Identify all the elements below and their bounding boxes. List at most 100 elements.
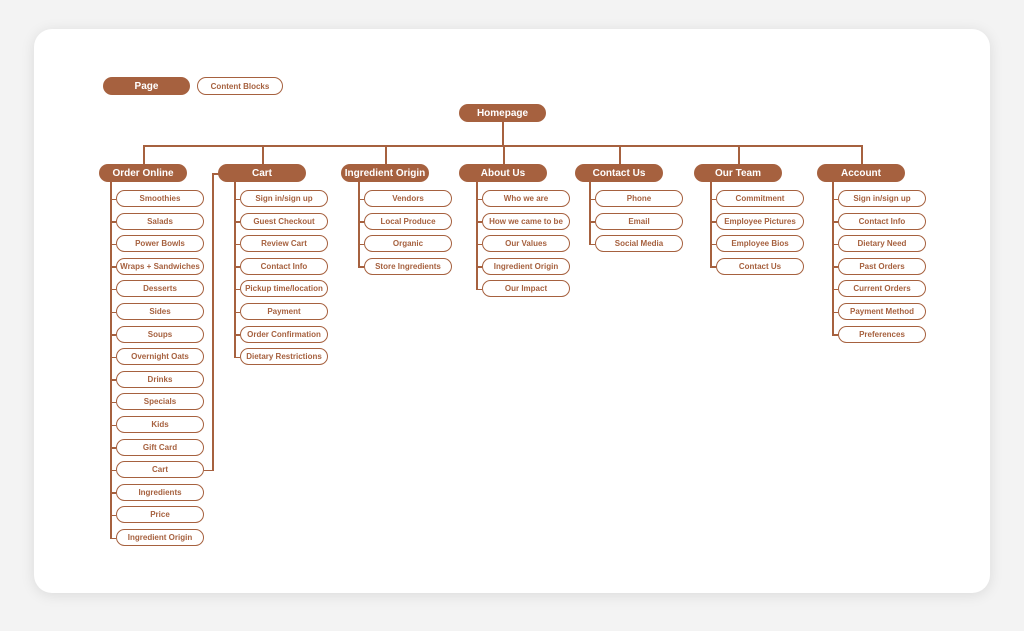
- item-branch: [110, 537, 116, 539]
- category-ingredient-origin[interactable]: Ingredient Origin: [341, 164, 429, 182]
- content-block-who-we-are[interactable]: Who we are: [482, 190, 570, 207]
- item-branch: [234, 266, 240, 268]
- item-branch: [358, 198, 364, 200]
- item-branch: [234, 243, 240, 246]
- content-block-ingredient-origin[interactable]: Ingredient Origin: [482, 257, 570, 275]
- content-block-employee-pictures[interactable]: Employee Pictures: [716, 212, 804, 230]
- item-branch: [110, 243, 116, 246]
- content-block-how-we-came-to-be[interactable]: How we came to be: [482, 212, 570, 230]
- item-branch: [476, 243, 482, 246]
- category-spine: [589, 182, 591, 245]
- content-block-current-orders[interactable]: Current Orders: [838, 280, 926, 298]
- homepage-connector: [501, 122, 504, 146]
- item-branch: [832, 311, 838, 313]
- item-branch: [358, 221, 364, 223]
- content-block-desserts[interactable]: Desserts: [116, 280, 204, 298]
- item-branch: [110, 334, 116, 336]
- content-block-power-bowls[interactable]: Power Bowls: [116, 235, 204, 253]
- content-block-employee-bios[interactable]: Employee Bios: [716, 235, 804, 253]
- category-about-us[interactable]: About Us: [459, 164, 547, 182]
- category-spine: [710, 182, 712, 268]
- content-block-local-produce[interactable]: Local Produce: [364, 212, 452, 230]
- cart-crosslink-horizontal: [204, 469, 214, 472]
- content-block-contact-info[interactable]: Contact Info: [240, 257, 328, 275]
- content-block-drinks[interactable]: Drinks: [116, 370, 204, 388]
- content-block-gift-card[interactable]: Gift Card: [116, 438, 204, 456]
- content-block-vendors[interactable]: Vendors: [364, 190, 452, 207]
- content-block-preferences[interactable]: Preferences: [838, 325, 926, 343]
- category-connector: [619, 145, 621, 164]
- item-branch: [710, 243, 716, 246]
- content-block-commitment[interactable]: Commitment: [716, 190, 804, 207]
- content-block-smoothies[interactable]: Smoothies: [116, 190, 204, 207]
- content-block-social-media[interactable]: Social Media: [595, 235, 683, 253]
- item-branch: [234, 311, 240, 313]
- content-block-sides[interactable]: Sides: [116, 303, 204, 320]
- item-branch: [110, 379, 116, 381]
- content-block-our-impact[interactable]: Our Impact: [482, 280, 570, 298]
- content-block-contact-info[interactable]: Contact Info: [838, 212, 926, 230]
- content-block-phone[interactable]: Phone: [595, 190, 683, 207]
- item-branch: [110, 447, 116, 449]
- content-block-ingredients[interactable]: Ingredients: [116, 483, 204, 501]
- content-block-wraps-sandwiches[interactable]: Wraps + Sandwiches: [116, 257, 204, 275]
- item-branch: [234, 198, 240, 200]
- item-branch: [110, 221, 116, 223]
- content-block-soups[interactable]: Soups: [116, 325, 204, 343]
- content-block-dietary-need[interactable]: Dietary Need: [838, 235, 926, 253]
- item-branch: [110, 266, 116, 268]
- item-branch: [832, 243, 838, 246]
- item-branch: [710, 221, 716, 223]
- item-branch: [589, 243, 595, 246]
- category-account[interactable]: Account: [817, 164, 905, 182]
- item-branch: [710, 266, 716, 268]
- item-branch: [589, 221, 595, 223]
- item-branch: [832, 334, 838, 336]
- content-block-price[interactable]: Price: [116, 506, 204, 524]
- homepage-node[interactable]: Homepage: [459, 104, 546, 122]
- content-block-dietary-restrictions[interactable]: Dietary Restrictions: [240, 348, 328, 366]
- category-order-online[interactable]: Order Online: [99, 164, 187, 182]
- content-block-review-cart[interactable]: Review Cart: [240, 235, 328, 253]
- item-branch: [832, 198, 838, 200]
- item-branch: [476, 198, 482, 200]
- cart-crosslink-top: [212, 173, 222, 175]
- item-branch: [234, 288, 240, 291]
- content-block-sign-in-sign-up[interactable]: Sign in/sign up: [838, 190, 926, 207]
- legend-content-blocks-pill: Content Blocks: [197, 77, 283, 95]
- item-branch: [110, 492, 116, 494]
- item-branch: [110, 424, 116, 426]
- item-branch: [476, 288, 482, 291]
- category-spine: [110, 182, 112, 539]
- content-block-payment[interactable]: Payment: [240, 303, 328, 320]
- content-block-salads[interactable]: Salads: [116, 212, 204, 230]
- content-block-cart[interactable]: Cart: [116, 461, 204, 479]
- cart-crosslink-vertical: [212, 173, 214, 472]
- category-cart[interactable]: Cart: [218, 164, 306, 182]
- category-spine: [832, 182, 834, 336]
- content-block-kids[interactable]: Kids: [116, 416, 204, 433]
- category-our-team[interactable]: Our Team: [694, 164, 782, 182]
- content-block-order-confirmation[interactable]: Order Confirmation: [240, 325, 328, 343]
- category-spine: [476, 182, 478, 290]
- item-branch: [710, 198, 716, 200]
- content-block-specials[interactable]: Specials: [116, 393, 204, 411]
- item-branch: [110, 198, 116, 200]
- content-block-overnight-oats[interactable]: Overnight Oats: [116, 348, 204, 366]
- content-block-sign-in-sign-up[interactable]: Sign in/sign up: [240, 190, 328, 207]
- item-branch: [832, 288, 838, 291]
- content-block-ingredient-origin[interactable]: Ingredient Origin: [116, 529, 204, 546]
- category-spine: [234, 182, 236, 358]
- item-branch: [358, 243, 364, 246]
- content-block-store-ingredients[interactable]: Store Ingredients: [364, 257, 452, 275]
- category-connector: [861, 145, 863, 164]
- content-block-our-values[interactable]: Our Values: [482, 235, 570, 253]
- category-contact-us[interactable]: Contact Us: [575, 164, 663, 182]
- content-block-organic[interactable]: Organic: [364, 235, 452, 253]
- content-block-contact-us[interactable]: Contact Us: [716, 257, 804, 275]
- content-block-guest-checkout[interactable]: Guest Checkout: [240, 212, 328, 230]
- content-block-pickup-time-location[interactable]: Pickup time/location: [240, 280, 328, 298]
- content-block-payment-method[interactable]: Payment Method: [838, 303, 926, 320]
- content-block-email[interactable]: Email: [595, 212, 683, 230]
- content-block-past-orders[interactable]: Past Orders: [838, 257, 926, 275]
